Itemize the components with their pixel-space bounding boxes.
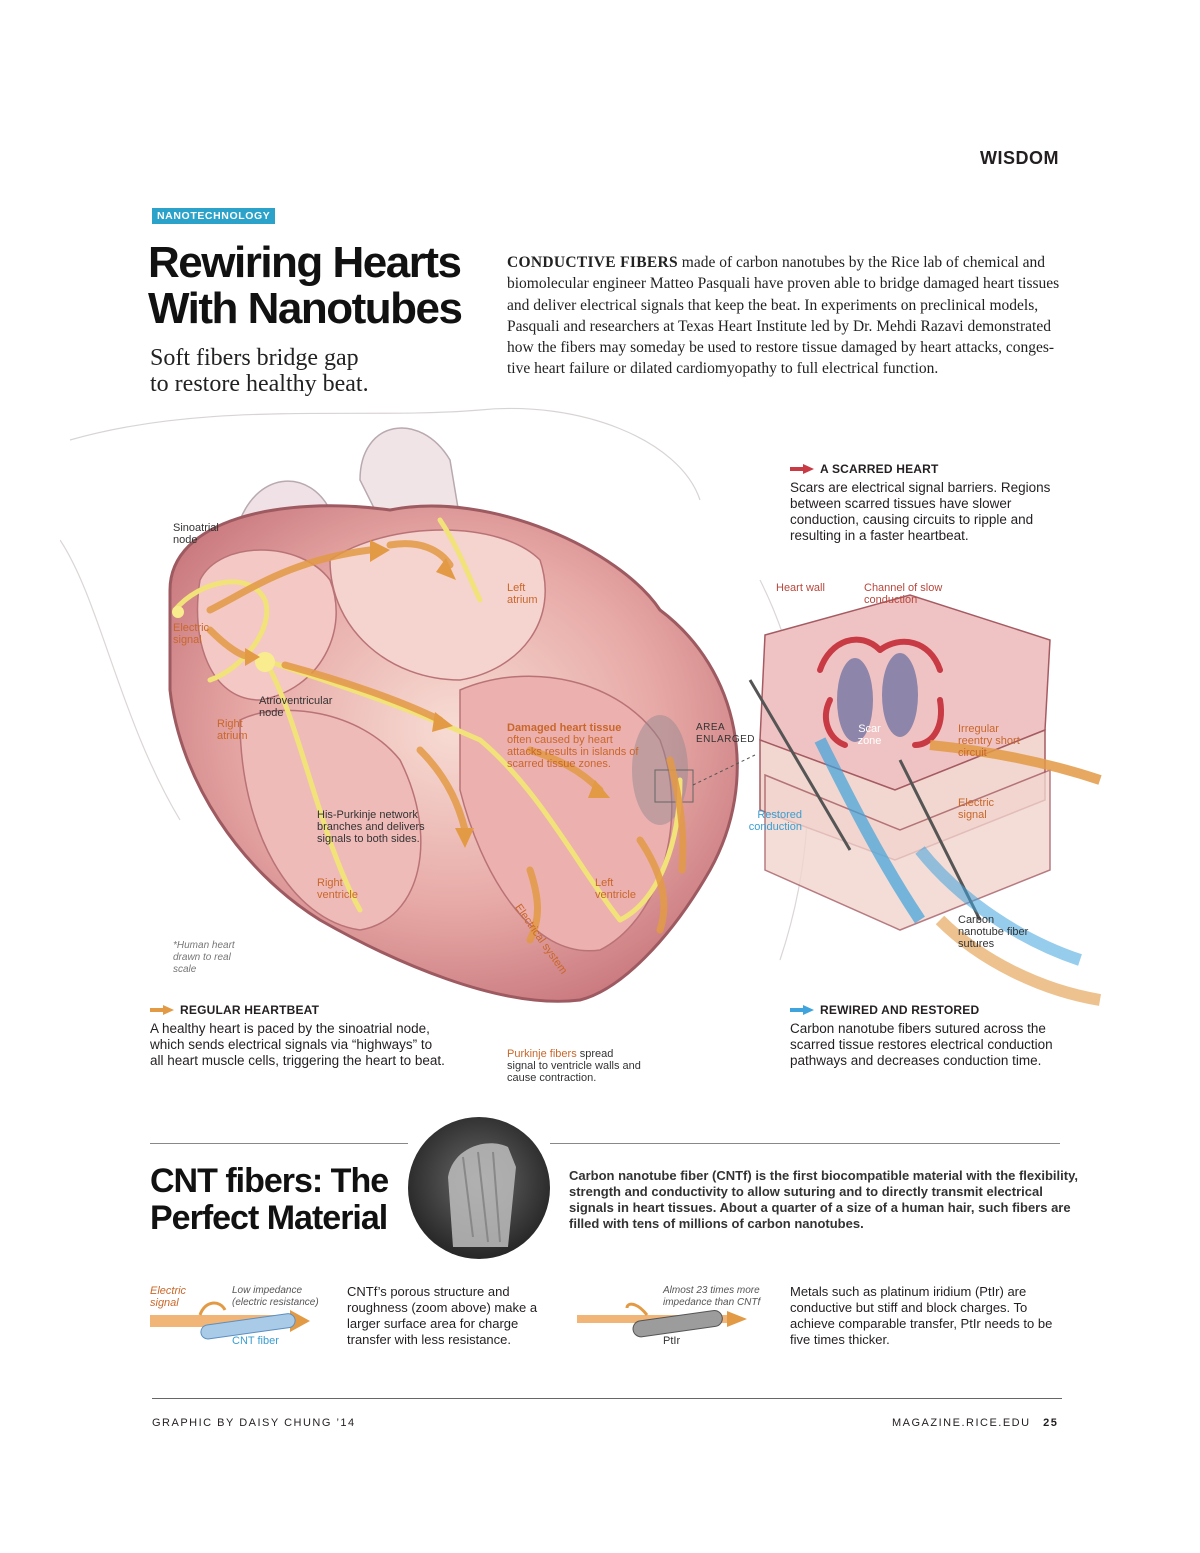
- article-subtitle: Soft fibers bridge gap to restore health…: [150, 345, 450, 397]
- subtitle-line-1: Soft fibers bridge gap: [150, 345, 359, 371]
- rewired-body: Carbon nanotube fibers sutured across th…: [790, 1021, 1053, 1068]
- section-rule-left: [150, 1143, 408, 1144]
- page-number: 25: [1043, 1417, 1059, 1429]
- ptir-diagram: [577, 1302, 747, 1338]
- label-slow-channel: Channel of slow conduction: [864, 582, 943, 606]
- label-his-purkinje: His-Purkinje network branches and delive…: [317, 809, 425, 845]
- scarred-body: Scars are electrical signal barriers. Re…: [790, 480, 1051, 543]
- metals-text: Metals such as platinum iridium (PtIr) a…: [790, 1284, 1053, 1347]
- damaged-title: Damaged heart tissue: [507, 722, 622, 734]
- heart-illustration: [60, 407, 1102, 1006]
- cnt-fiber-diagram: [150, 1301, 310, 1340]
- cnt-electric-signal-label: Electric signal: [150, 1285, 187, 1309]
- label-right-atrium: Right atrium: [217, 718, 248, 742]
- footer-credit: GRAPHIC BY DAISY CHUNG ’14: [152, 1417, 356, 1429]
- label-sinoatrial-node: Sinoatrial node: [173, 522, 219, 546]
- label-scar-zone: Scar zone: [857, 723, 882, 747]
- low-impedance-label: Low impedance (electric resistance): [232, 1285, 319, 1308]
- label-right-ventricle: Right ventricle: [317, 877, 358, 901]
- orange-arrow-icon: [150, 1005, 174, 1015]
- red-arrow-icon: [790, 464, 814, 474]
- regular-heading: REGULAR HEARTBEAT: [180, 1003, 320, 1017]
- blue-arrow-icon: [790, 1005, 814, 1015]
- label-left-atrium: Left atrium: [507, 582, 538, 606]
- title-line-1: Rewiring Hearts: [148, 238, 462, 287]
- label-av-node: Atrioventricular node: [259, 695, 333, 719]
- footer-site-url: MAGAZINE.RICE.EDU: [892, 1417, 1031, 1429]
- label-scar-electric-signal: Electric signal: [958, 797, 995, 821]
- cnt-description: Carbon nanotube fiber (CNTf) is the firs…: [569, 1168, 1078, 1231]
- cnt-title: CNT fibers: The Perfect Material: [150, 1163, 410, 1237]
- purkinje-lead: Purkinje fibers: [507, 1048, 577, 1060]
- cnt-title-line-1: CNT fibers: The: [150, 1162, 389, 1200]
- footer-rule: [152, 1398, 1062, 1399]
- almost-23-label: Almost 23 times more impedance than CNTf: [663, 1285, 761, 1308]
- purkinje-body: spread signal to ventricle walls and cau…: [507, 1048, 641, 1084]
- label-restored-conduction: Restored conduction: [748, 809, 802, 833]
- cntf-porous-text: CNTf’s porous structure and roughness (z…: [347, 1284, 538, 1347]
- label-purkinje-fibers: Purkinje fibers spread signal to ventric…: [507, 1048, 642, 1084]
- damaged-body: often caused by heart attacks results in…: [507, 734, 639, 770]
- intro-body: made of carbon nanotubes by the Rice lab…: [507, 254, 1060, 378]
- cnt-title-line-2: Perfect Material: [150, 1199, 388, 1237]
- regular-body: A healthy heart is paced by the sinoatri…: [150, 1021, 445, 1068]
- scarred-heading: A SCARRED HEART: [820, 462, 939, 476]
- label-area-enlarged: AREA ENLARGED: [696, 722, 756, 745]
- label-human-heart-note: *Human heart drawn to real scale: [173, 940, 235, 975]
- intro-paragraph: CONDUCTIVE FIBERS made of carbon nanotub…: [507, 252, 1067, 380]
- label-electric-signal: Electric signal: [173, 622, 210, 646]
- box-regular-heartbeat: REGULAR HEARTBEAT A healthy heart is pac…: [150, 1003, 445, 1069]
- intro-lead: CONDUCTIVE FIBERS: [507, 254, 678, 271]
- fiber-micrograph-image: [448, 1143, 516, 1247]
- title-line-2: With Nanotubes: [148, 284, 463, 333]
- label-damaged-tissue: Damaged heart tissue often caused by hea…: [507, 722, 647, 770]
- footer-site: MAGAZINE.RICE.EDU 25: [892, 1417, 1058, 1429]
- category-badge: NANOTECHNOLOGY: [152, 208, 276, 224]
- label-irregular-reentry: Irregular reentry short circuit: [958, 723, 1020, 759]
- section-label: WISDOM: [980, 148, 1059, 168]
- ptir-label: PtIr: [663, 1335, 681, 1347]
- section-rule-right: [550, 1143, 1060, 1144]
- rewired-heading: REWIRED AND RESTORED: [820, 1003, 980, 1017]
- label-heart-wall: Heart wall: [776, 582, 825, 594]
- cnt-fiber-micrograph: [408, 1117, 550, 1259]
- box-scarred-heart: A SCARRED HEART Scars are electrical sig…: [790, 462, 1080, 544]
- subtitle-line-2: to restore healthy beat.: [150, 371, 369, 397]
- article-title: Rewiring Hearts With Nanotubes: [148, 240, 508, 332]
- box-rewired-restored: REWIRED AND RESTORED Carbon nanotube fib…: [790, 1003, 1060, 1069]
- label-left-ventricle: Left ventricle: [595, 877, 636, 901]
- cnt-fiber-label: CNT fiber: [232, 1335, 279, 1347]
- label-carbon-sutures: Carbon nanotube fiber sutures: [958, 914, 1029, 950]
